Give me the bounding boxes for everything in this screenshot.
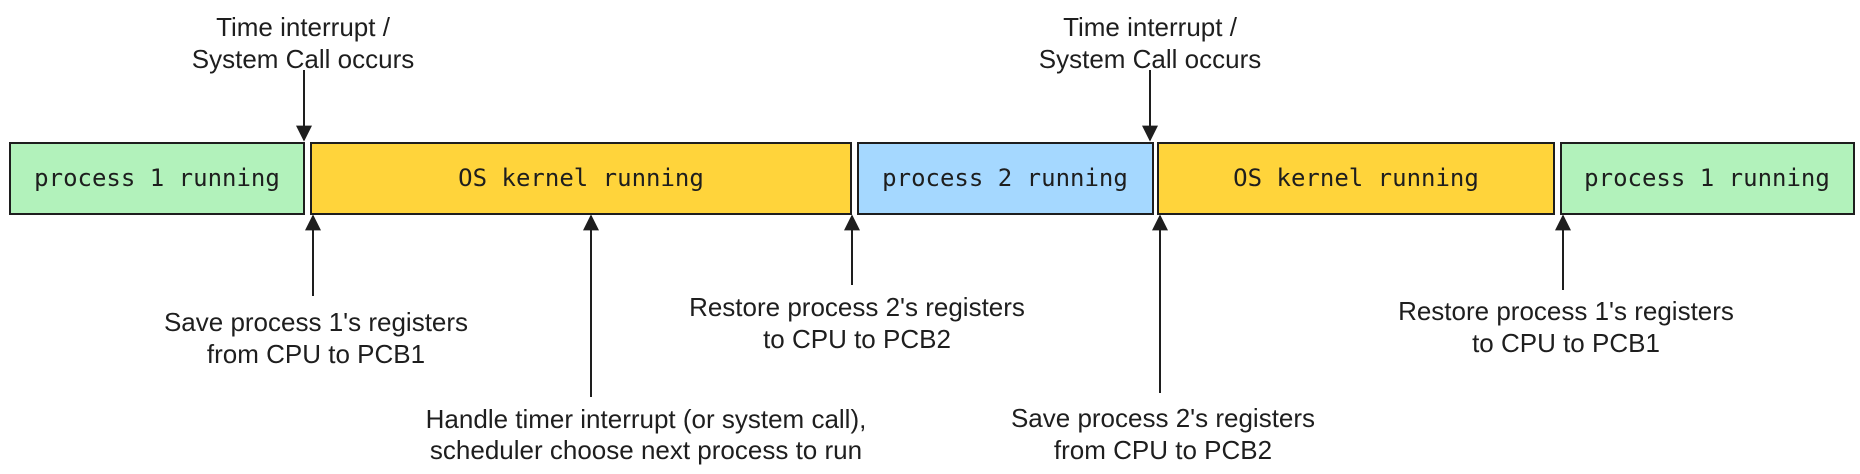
annotation-restore-process-1: Restore process 1's registers to CPU to …: [1398, 296, 1734, 358]
segment-process-2-running: process 2 running: [857, 142, 1154, 215]
annotation-line: Handle timer interrupt (or system call),: [426, 404, 867, 434]
segment-box: [310, 142, 852, 215]
annotation-line: from CPU to PCB2: [1054, 435, 1272, 465]
segment-box: [857, 142, 1154, 215]
annotation-line: Save process 1's registers: [164, 307, 468, 337]
segment-label: process 1 running: [1584, 164, 1830, 192]
annotation-handle-timer: Handle timer interrupt (or system call),…: [426, 404, 867, 465]
annotation-save-process-2: Save process 2's registers from CPU to P…: [1011, 403, 1315, 465]
annotation-restore-process-2: Restore process 2's registers to CPU to …: [689, 292, 1025, 354]
segment-box: [1560, 142, 1855, 215]
segment-os-kernel-running-second: OS kernel running: [1157, 142, 1555, 215]
annotation-interrupt-1: Time interrupt / System Call occurs: [192, 12, 415, 74]
segment-label: process 2 running: [882, 164, 1128, 192]
segment-os-kernel-running-first: OS kernel running: [310, 142, 852, 215]
segment-box: [1157, 142, 1555, 215]
segment-process-1-running-first: process 1 running: [9, 142, 305, 215]
annotation-line: from CPU to PCB1: [207, 339, 425, 369]
segment-label: OS kernel running: [458, 164, 704, 192]
timeline-bar: process 1 running OS kernel running proc…: [9, 142, 1855, 215]
segment-label: process 1 running: [34, 164, 280, 192]
annotation-line: Restore process 1's registers: [1398, 296, 1734, 326]
annotation-line: System Call occurs: [192, 44, 415, 74]
segment-process-1-running-second: process 1 running: [1560, 142, 1855, 215]
segment-label: OS kernel running: [1233, 164, 1479, 192]
annotation-interrupt-2: Time interrupt / System Call occurs: [1039, 12, 1262, 74]
arrows: [296, 70, 1571, 397]
annotation-line: System Call occurs: [1039, 44, 1262, 74]
segment-box: [9, 142, 305, 215]
annotation-line: scheduler choose next process to run: [430, 435, 862, 465]
annotation-line: to CPU to PCB1: [1472, 328, 1660, 358]
annotation-line: Time interrupt /: [1063, 12, 1238, 42]
annotation-line: Save process 2's registers: [1011, 403, 1315, 433]
annotation-line: Restore process 2's registers: [689, 292, 1025, 322]
annotation-line: Time interrupt /: [216, 12, 391, 42]
annotation-line: to CPU to PCB2: [763, 324, 951, 354]
annotation-save-process-1: Save process 1's registers from CPU to P…: [164, 307, 468, 369]
